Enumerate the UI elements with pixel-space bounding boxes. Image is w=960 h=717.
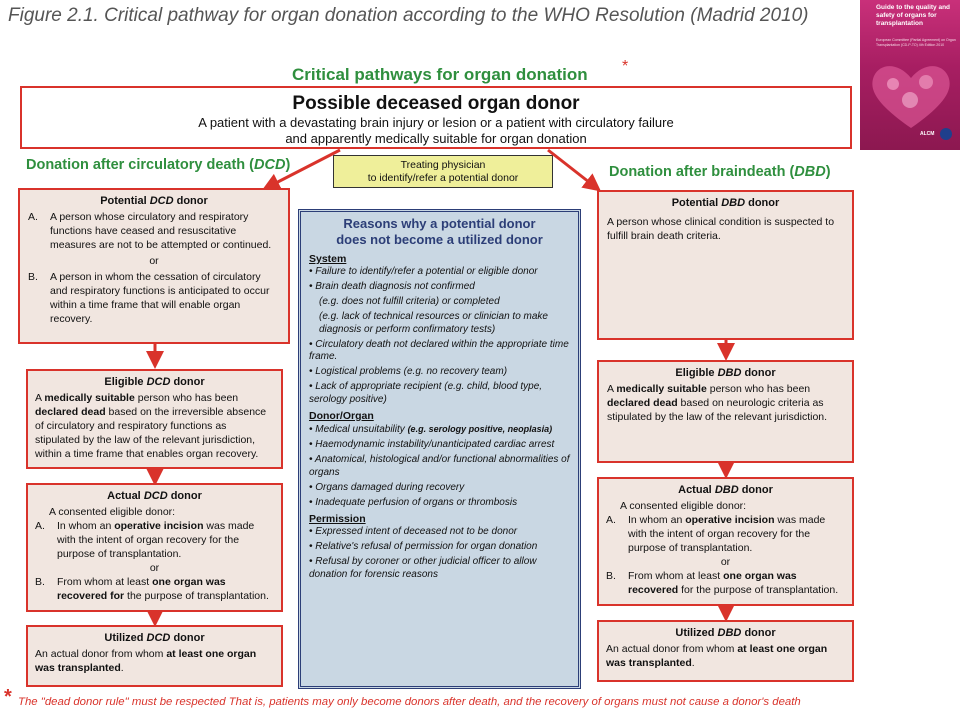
council-of-europe-icon — [940, 128, 952, 140]
system-item: • Logistical problems (e.g. no recovery … — [309, 366, 508, 377]
possible-donor-line2: and apparently medically suitable for or… — [285, 131, 587, 146]
dbd-actual-b: B.From whom at least one organ was recov… — [606, 570, 839, 596]
physician-line2: to identify/refer a potential donor — [367, 172, 519, 184]
dcd-utilized-box: Utilized DCD donor An actual donor from … — [26, 625, 283, 687]
permission-item: • Expressed intent of deceased not to be… — [309, 526, 518, 537]
asterisk-mark: * — [622, 58, 629, 75]
dbd-potential-title: Potential DBD donor — [671, 197, 780, 209]
dcd-actual-box: Actual DCD donor A consented eligible do… — [26, 483, 283, 612]
cover-heart-graphic — [872, 66, 950, 128]
book-cover-image: Guide to the quality and safety of organ… — [860, 0, 960, 150]
dbd-actual-intro: A consented eligible donor: — [620, 500, 747, 512]
arrow-to-dcd — [261, 148, 341, 191]
dcd-eligible-text: A medically suitable person who has been… — [35, 392, 267, 460]
dbd-utilized-text: An actual donor from whom at least one o… — [606, 643, 828, 669]
footnote-asterisk: * — [4, 686, 12, 708]
dcd-heading: Donation after circulatory death (DCD) — [26, 157, 291, 173]
physician-line1: Treating physician — [400, 159, 486, 171]
system-item: • Circulatory death not declared within … — [309, 338, 569, 363]
system-heading: System — [309, 253, 347, 265]
permission-heading: Permission — [309, 513, 366, 525]
donor-item: • Anatomical, histological and/or functi… — [309, 454, 570, 478]
dbd-eligible-title: Eligible DBD donor — [675, 367, 776, 379]
dbd-actual-box: Actual DBD donor A consented eligible do… — [597, 477, 854, 606]
donor-item: • Medical unsuitability (e.g. serology p… — [309, 424, 553, 435]
dcd-actual-or: or — [149, 562, 160, 574]
system-item: • Lack of appropriate recipient (e.g. ch… — [309, 381, 543, 405]
permission-item: • Refusal by coroner or other judicial o… — [309, 556, 537, 580]
cover-logo: ALCM — [920, 131, 935, 137]
footnote-text: The "dead donor rule" must be respected … — [18, 696, 801, 708]
dcd-potential-a: A.A person whose circulatory and respira… — [28, 211, 272, 251]
dcd-utilized-title: Utilized DCD donor — [104, 632, 205, 644]
possible-donor-box: Possible deceased organ donor A patient … — [20, 86, 852, 149]
dbd-potential-box: Potential DBD donor A person whose clini… — [597, 190, 854, 340]
dcd-actual-title: Actual DCD donor — [107, 490, 202, 502]
dcd-potential-title: Potential DCD donor — [100, 195, 208, 207]
dbd-eligible-box: Eligible DBD donor A medically suitable … — [597, 360, 854, 463]
dbd-potential-text: A person whose clinical condition is sus… — [607, 216, 835, 242]
possible-donor-heading: Possible deceased organ donor — [292, 93, 580, 114]
system-item: • Brain death diagnosis not confirmed — [309, 281, 475, 292]
donor-organ-heading: Donor/Organ — [309, 410, 374, 422]
dcd-actual-intro: A consented eligible donor: — [49, 506, 176, 518]
dcd-eligible-title: Eligible DCD donor — [104, 376, 205, 388]
dbd-utilized-box: Utilized DBD donor An actual donor from … — [597, 620, 854, 682]
system-item: (e.g. lack of technical resources or cli… — [319, 311, 548, 335]
system-item: (e.g. does not fulfill criteria) or comp… — [319, 296, 500, 307]
arrow-to-dbd — [547, 148, 602, 192]
cover-title: Guide to the quality and safety of organ… — [876, 4, 951, 27]
permission-item: • Relative's refusal of permission for o… — [309, 541, 538, 552]
donor-item: • Organs damaged during recovery — [309, 481, 465, 493]
dcd-actual-a: A.In whom an operative incision was made… — [35, 520, 255, 560]
dcd-potential-b: B.A person in whom the cessation of circ… — [28, 271, 270, 325]
cover-subtitle: European Committee (Partial Agreement) o… — [876, 38, 956, 47]
dcd-potential-box: Potential DCD donor A.A person whose cir… — [18, 188, 290, 344]
dbd-actual-title: Actual DBD donor — [678, 484, 773, 496]
figure-title: Figure 2.1. Critical pathway for organ d… — [8, 5, 809, 26]
dcd-eligible-box: Eligible DCD donor A medically suitable … — [26, 369, 283, 469]
dbd-eligible-text: A medically suitable person who has been… — [607, 383, 828, 423]
dcd-utilized-text: An actual donor from whom at least one o… — [35, 648, 257, 674]
possible-donor-line1: A patient with a devastating brain injur… — [198, 115, 674, 130]
system-item: • Failure to identify/refer a potential … — [309, 266, 538, 277]
dbd-actual-or: or — [720, 556, 731, 568]
treating-physician-box: Treating physician to identify/refer a p… — [333, 155, 553, 188]
dcd-potential-or: or — [149, 255, 159, 267]
main-title: Critical pathways for organ donation — [292, 65, 588, 84]
dbd-heading: Donation after braindeath (DBD) — [609, 164, 831, 180]
dbd-actual-a: A.In whom an operative incision was made… — [606, 514, 826, 554]
donor-item: • Inadequate perfusion of organs or thro… — [309, 496, 518, 508]
dcd-actual-b: B.From whom at least one organ was recov… — [35, 576, 269, 602]
donor-item: • Haemodynamic instability/unanticipated… — [309, 439, 555, 450]
dbd-utilized-title: Utilized DBD donor — [675, 627, 776, 639]
